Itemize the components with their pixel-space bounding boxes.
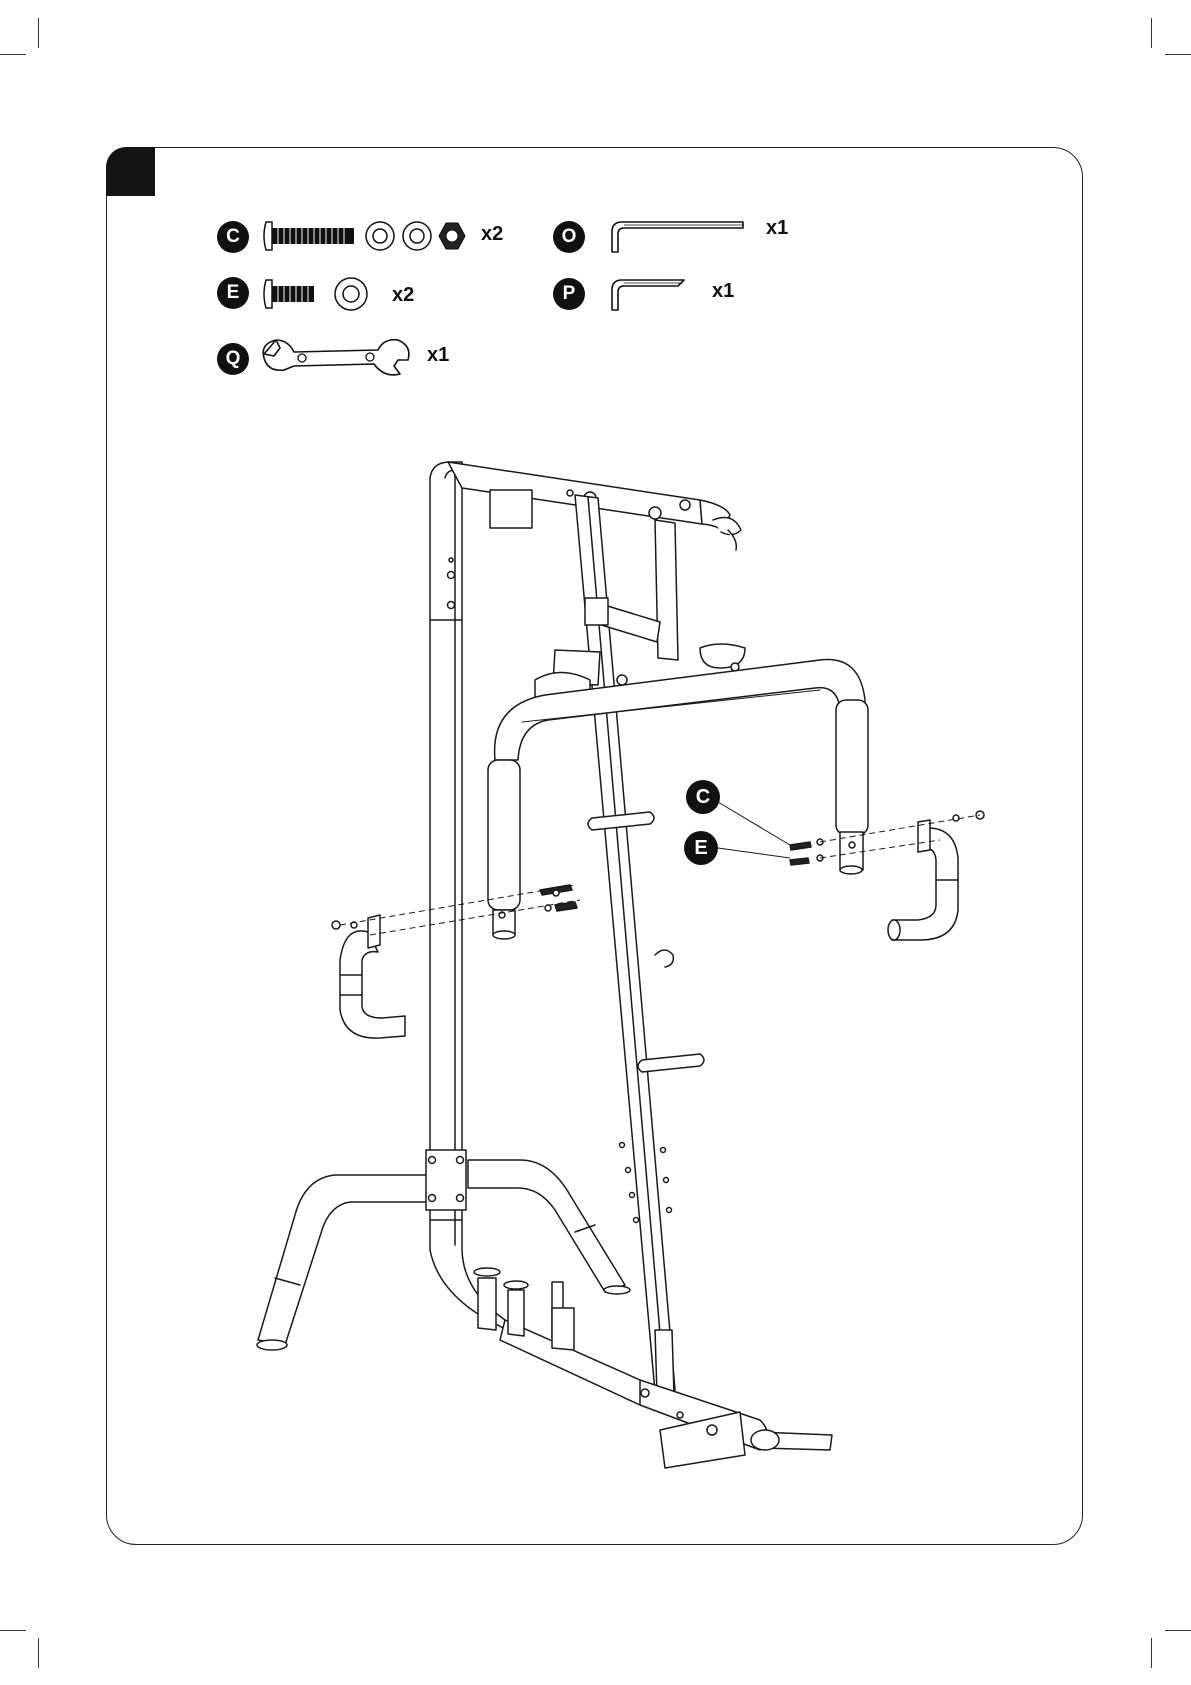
right-dip-handle	[888, 811, 984, 940]
callout-c: C	[686, 780, 720, 814]
dip-handle-frame	[488, 660, 868, 940]
base-connector-plates	[426, 1150, 466, 1210]
callout-e: E	[684, 831, 718, 865]
left-dip-handle	[332, 915, 405, 1038]
handle-bolts	[540, 839, 823, 911]
